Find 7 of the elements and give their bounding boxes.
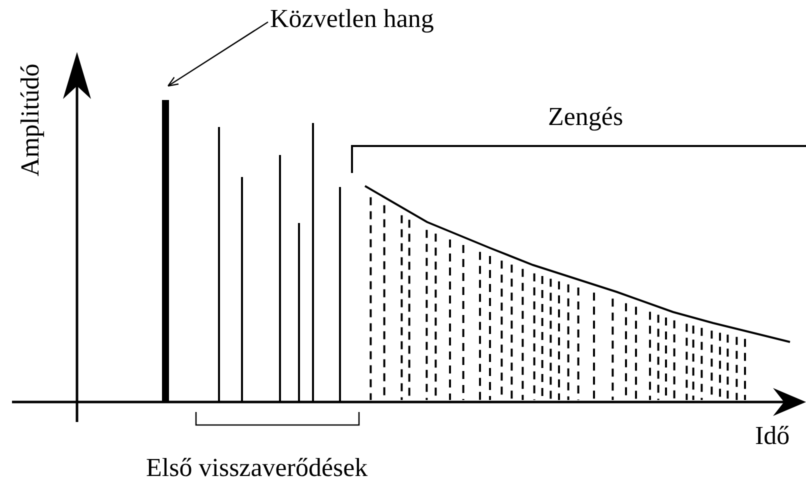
impulse-bar	[162, 100, 169, 402]
bracket-label: Zengés	[548, 102, 624, 132]
axis-title: Amplitúdó	[14, 64, 45, 176]
callout-text: Közvetlen hang	[270, 4, 434, 34]
leader-arrow	[167, 21, 268, 87]
axis-title: Idő	[755, 421, 790, 451]
bracket-label: Első visszaverődések	[146, 453, 368, 483]
